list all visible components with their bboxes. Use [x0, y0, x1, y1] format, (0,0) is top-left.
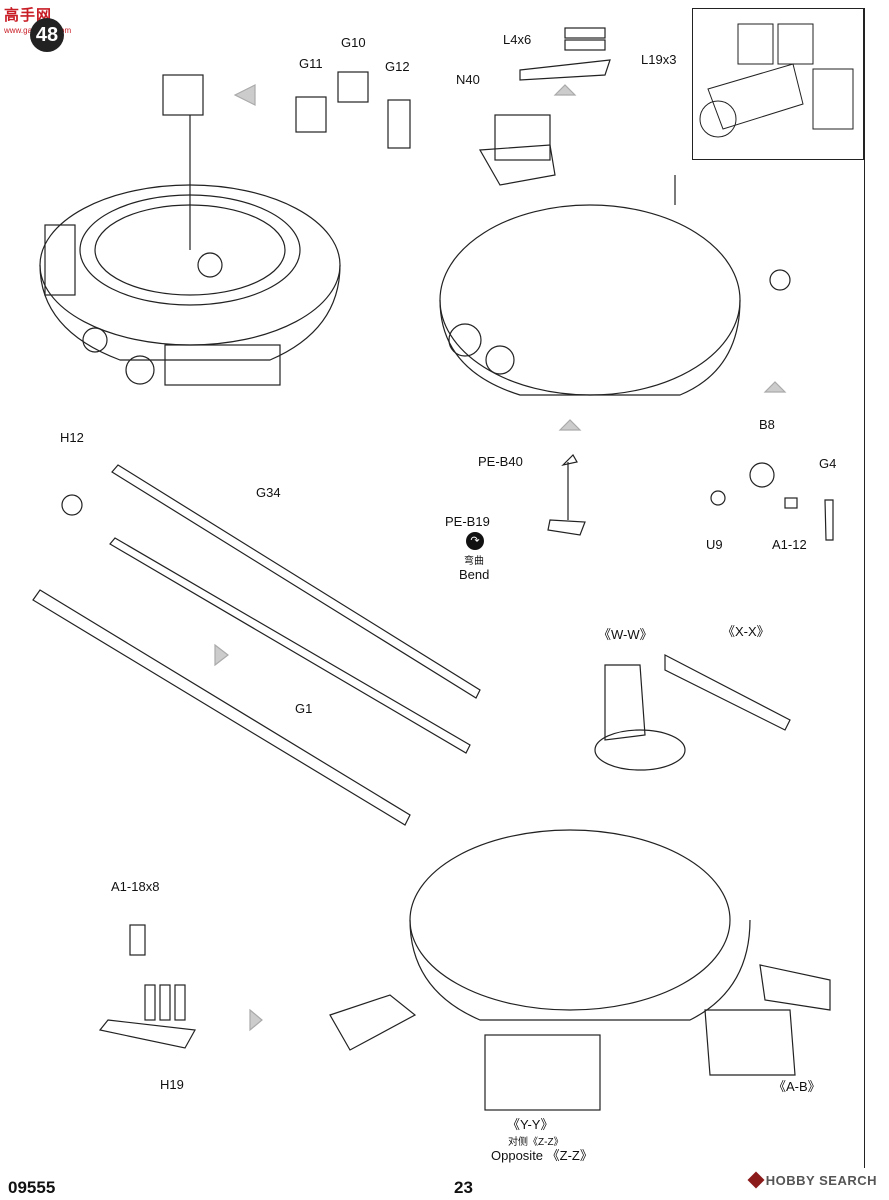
g11-part: [295, 96, 327, 133]
barrel-drawing: [32, 464, 481, 826]
hobbysearch-logo: HOBBY SEARCH: [747, 1171, 877, 1189]
label-ww: 《W-W》: [598, 627, 653, 642]
label-bend-en: Bend: [459, 567, 490, 582]
label-g11: G11: [299, 56, 323, 71]
inset-drawing: [699, 23, 854, 138]
label-opposite-en: Opposite 《Z-Z》: [491, 1148, 593, 1163]
turret-boxes-drawing: [439, 27, 791, 396]
label-h12: H12: [60, 430, 84, 445]
turret-main-drawing: [329, 654, 831, 1111]
label-l4x6: L4x6: [503, 32, 532, 47]
label-pe-b40: PE-B40: [478, 454, 523, 469]
label-u9: U9: [706, 537, 723, 552]
label-yy: 《Y-Y》: [507, 1117, 554, 1132]
label-pe-b19: PE-B19: [445, 514, 490, 529]
bend-arrow-icon: ↷: [466, 532, 484, 550]
label-g1: G1: [295, 701, 313, 716]
label-ab: 《A-B》: [773, 1079, 821, 1094]
step-number: 48: [30, 18, 64, 52]
label-g10: G10: [341, 35, 366, 50]
hobbysearch-text: HOBBY SEARCH: [765, 1173, 877, 1188]
label-b8: B8: [759, 417, 775, 432]
label-l19x3: L19x3: [641, 52, 677, 67]
page-frame: [8, 8, 865, 1168]
g12-part: [387, 99, 411, 149]
label-xx: 《X-X》: [722, 624, 770, 639]
label-g12: G12: [385, 59, 410, 74]
label-opposite-cn: 对侧《Z-Z》: [508, 1137, 564, 1148]
label-n40: N40: [456, 72, 480, 87]
turret-shell-drawing: [39, 74, 341, 386]
detail-inset: [692, 8, 864, 160]
label-g4: G4: [819, 456, 837, 471]
h19-ammo-drawing: [98, 924, 196, 1049]
hobbysearch-logo-icon: [747, 1171, 765, 1189]
label-h19: H19: [160, 1077, 184, 1092]
label-a1-12: A1-12: [772, 537, 807, 552]
g10-part: [337, 71, 369, 103]
label-bend-cn: 弯曲: [464, 556, 484, 567]
page-number: 23: [454, 1178, 473, 1197]
kit-number: 09555: [8, 1178, 56, 1197]
label-a1-18x8: A1-18x8: [111, 879, 160, 894]
label-g34: G34: [256, 485, 281, 500]
